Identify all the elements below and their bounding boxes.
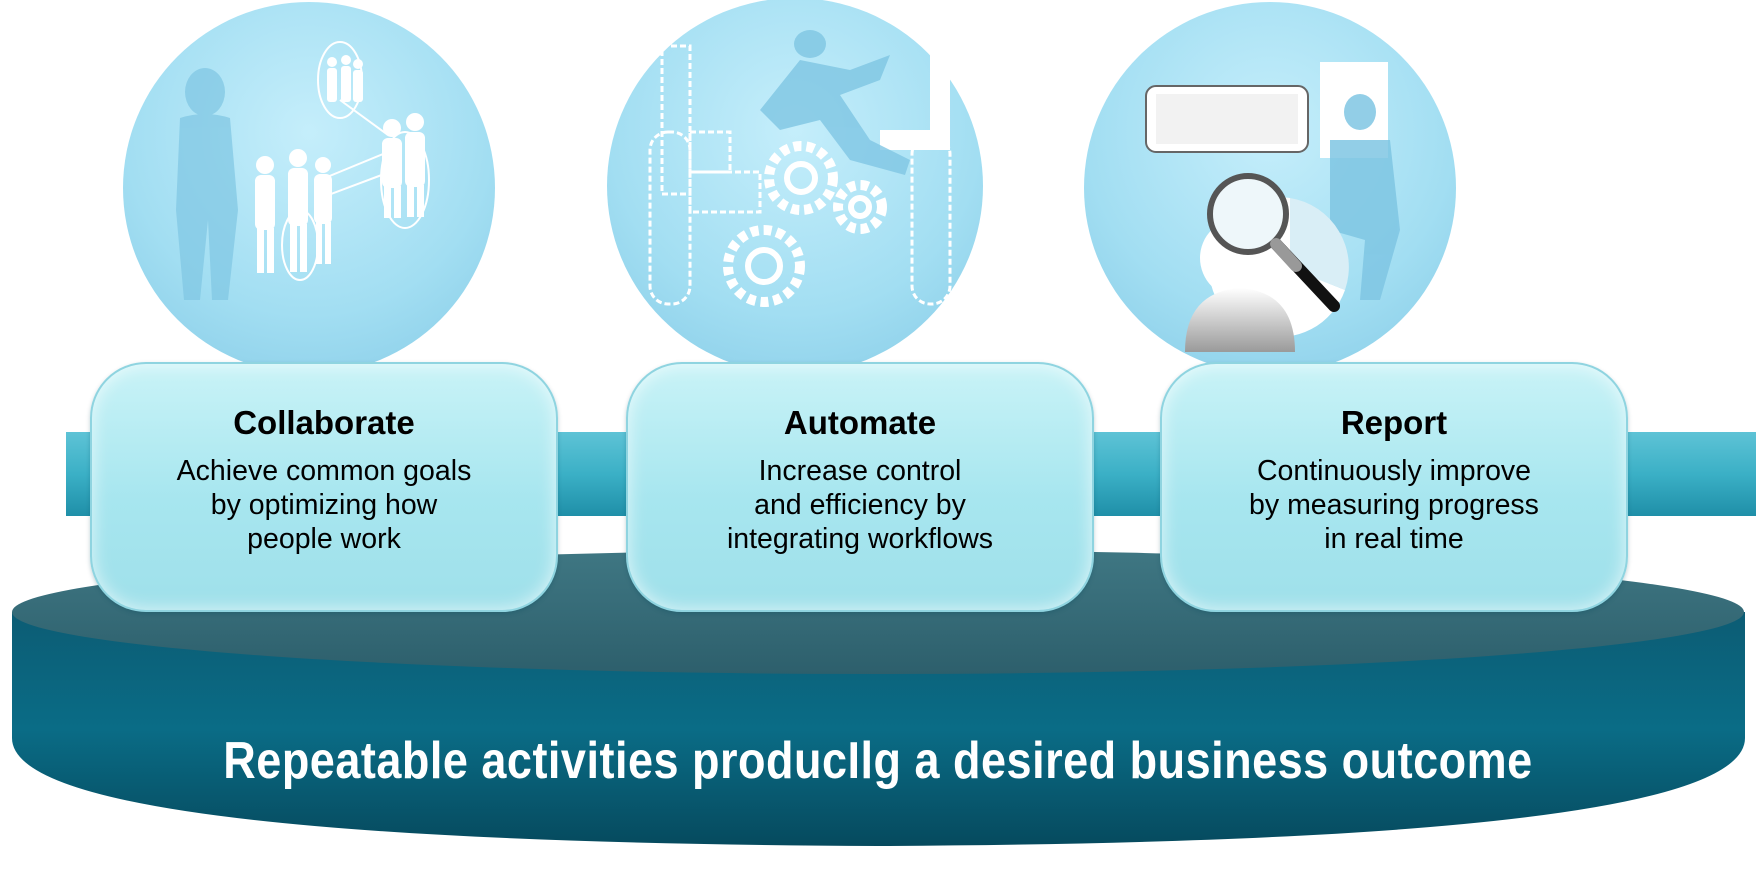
pillar-card-report: Report Continuously improve by measuring… <box>1160 362 1628 612</box>
magnifier-chart-icon <box>1145 62 1400 352</box>
pillar-title: Report <box>1340 404 1448 441</box>
platform-band <box>12 612 1745 846</box>
pillar-title: Collaborate <box>233 404 415 441</box>
pillar-card-automate: Automate Increase control and efficiency… <box>626 362 1094 612</box>
pillar-description: Continuously improve by measuring progre… <box>1249 455 1539 555</box>
pillar-title: Automate <box>783 404 937 441</box>
pillar-description: Achieve common goals by optimizing how p… <box>176 455 472 555</box>
pillar-description: Increase control and efficiency by integ… <box>726 455 994 555</box>
platform-slogan: Repeatable activities producIlg a desire… <box>223 731 1533 790</box>
gears-workflow-icon <box>648 30 952 307</box>
people-network-icon <box>176 41 430 300</box>
pillar-card-collaborate: Collaborate Achieve common goals by opti… <box>90 362 558 612</box>
automate-circle <box>607 0 983 374</box>
